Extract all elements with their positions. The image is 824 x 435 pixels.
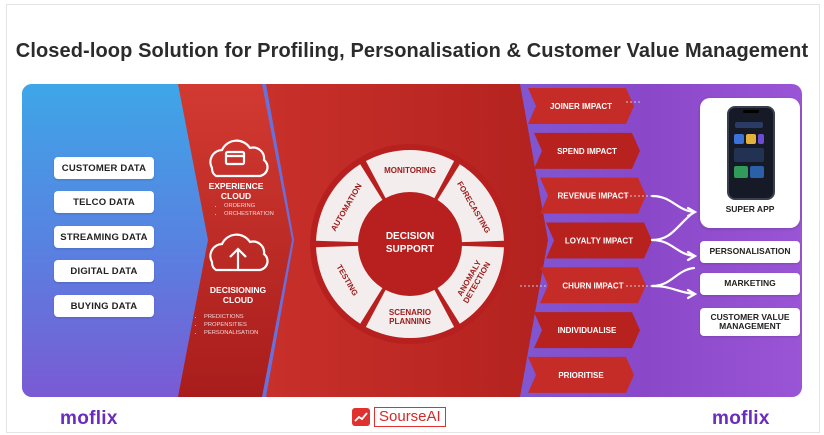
sourseai-logo: SourseAI (352, 406, 446, 428)
decision-wheel: MONITORINGFORECASTINGANOMALYDETECTIONSCE… (310, 144, 510, 344)
impact-box (546, 222, 652, 259)
wheel-segment-label: MONITORING (384, 166, 436, 175)
impact-label: LOYALTY IMPACT (565, 236, 633, 245)
data-source-customer: CUSTOMER DATA (54, 157, 154, 179)
output-personalisation: PERSONALISATION (700, 241, 800, 263)
impact-label: JOINER IMPACT (550, 102, 612, 111)
super-app-card: SUPER APP (700, 98, 800, 228)
decisioning-cloud-icon (209, 233, 269, 272)
experience-cloud-label: EXPERIENCE CLOUD (208, 181, 264, 201)
wheel-segment (437, 245, 504, 324)
impact-label: SPEND IMPACT (557, 147, 617, 156)
experience-cloud-icon (209, 139, 269, 178)
output-marketing: MARKETING (700, 273, 800, 295)
impact-box (534, 132, 640, 169)
impact-box (528, 88, 634, 124)
diagram-title: Closed-loop Solution for Profiling, Pers… (15, 40, 809, 62)
moflix-logo-right: moflix (712, 408, 770, 429)
decision-center-label-1: DECISION (386, 231, 434, 242)
moflix-logo-left: moflix (60, 408, 118, 429)
impact-label: CHURN IMPACT (562, 281, 623, 290)
decisioning-cloud-label: DECISIONING CLOUD (209, 285, 267, 305)
data-source-digital: DIGITAL DATA (54, 260, 154, 282)
impact-box (540, 267, 646, 304)
impact-label: PRIORITISE (558, 371, 604, 380)
wheel-segment (365, 289, 455, 339)
impact-boxes: JOINER IMPACT SPEND IMPACT REVENUE IMPACT L… (528, 88, 652, 393)
wheel-segment (365, 150, 455, 199)
decisioning-cloud-bullets: PREDICTIONS PROPENSITIES PERSONALISATION (196, 314, 258, 337)
sourseai-icon (352, 408, 370, 426)
wheel-segment (316, 245, 383, 324)
data-source-buying: BUYING DATA (54, 295, 154, 317)
impact-label: INDIVIDUALISE (558, 326, 617, 335)
data-source-telco: TELCO DATA (54, 191, 154, 213)
output-customer-value-management: CUSTOMER VALUE MANAGEMENT (700, 308, 800, 336)
super-app-label: SUPER APP (725, 204, 775, 214)
wheel-segment (437, 164, 504, 243)
decision-center-label-2: SUPPORT (386, 244, 434, 255)
impact-connectors (520, 101, 652, 287)
impact-box (528, 356, 634, 393)
phone-icon (727, 106, 775, 200)
impact-label: REVENUE IMPACT (558, 192, 629, 201)
output-arrows (650, 194, 698, 300)
wheel-segment (316, 164, 383, 243)
data-source-streaming: STREAMING DATA (54, 226, 154, 248)
decision-center (361, 195, 459, 293)
impact-box (534, 312, 640, 349)
cloud-chevron (178, 84, 292, 397)
impact-box (540, 177, 646, 214)
experience-cloud-bullets: ORDERING ORCHESTRATION (216, 203, 274, 219)
